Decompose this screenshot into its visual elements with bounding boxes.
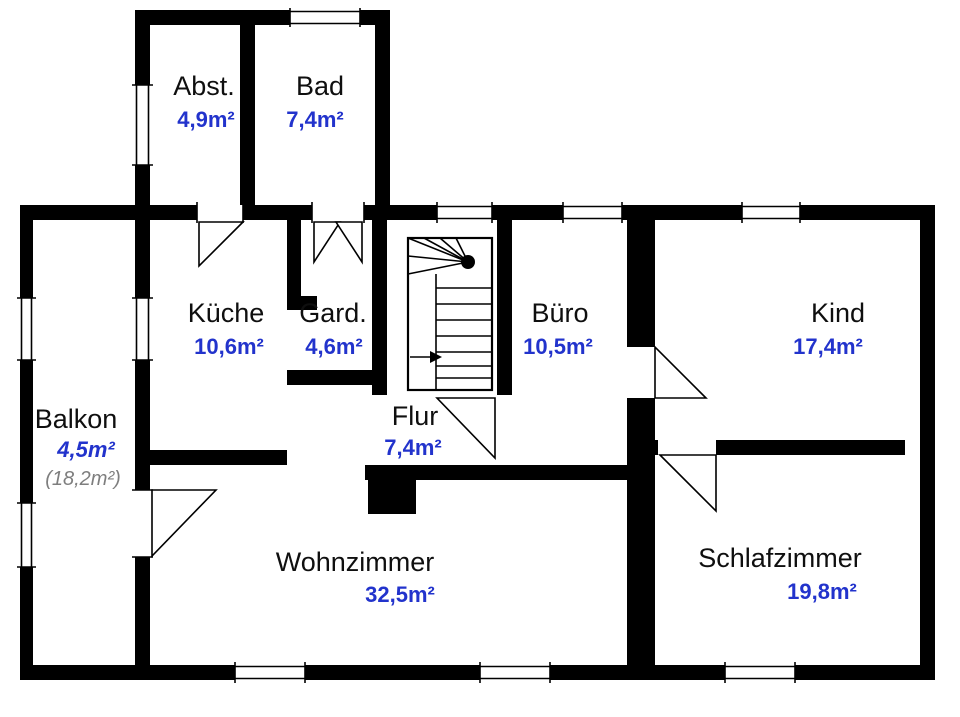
wall-segment (20, 220, 33, 298)
walls (20, 10, 935, 680)
wall-segment (20, 360, 33, 503)
window-bad-top (289, 8, 361, 27)
room-labels: Abst. 4,9m² Bad 7,4m² Küche 10,6m² Gard.… (35, 71, 865, 607)
wall-segment (287, 296, 317, 310)
wall-segment (365, 465, 655, 480)
wall-segment (20, 665, 235, 680)
room-area-alt-balkon: (18,2m²) (45, 468, 121, 490)
door-swing-kind (654, 345, 708, 399)
window-wohnzimmer-bottom-2 (479, 662, 551, 683)
wall-segment (135, 360, 150, 490)
wall-segment (243, 205, 312, 220)
wall-segment (20, 567, 33, 665)
wall-segment (150, 450, 287, 465)
window-schlafzimmer-bottom (724, 662, 796, 683)
wall-segment (364, 205, 437, 220)
window-balkon-lower (17, 502, 36, 568)
staircase (406, 236, 494, 392)
wall-segment (627, 455, 655, 680)
window-flur-top (436, 202, 493, 223)
wall-segment (135, 220, 150, 298)
stair-outline (406, 236, 494, 392)
wall-segment (135, 25, 150, 85)
window-kind-top (741, 202, 801, 223)
wall-segment (20, 205, 197, 220)
wall-segment (240, 25, 255, 205)
wall-segment (287, 220, 301, 310)
room-area-gard: 4,6m² (305, 334, 362, 359)
room-area-kind: 17,4m² (793, 334, 863, 359)
room-name-bad: Bad (296, 71, 344, 101)
room-name-kind: Kind (811, 298, 865, 328)
wall-segment (135, 10, 290, 25)
room-name-buero: Büro (531, 298, 588, 328)
wall-segment (627, 205, 655, 347)
doors (132, 202, 717, 558)
window-balkon-upper (17, 297, 36, 361)
stair-winder-treads (407, 237, 469, 275)
door-swing-schlafzimmer (658, 454, 717, 513)
room-name-gard: Gard. (299, 298, 367, 328)
wall-segment (920, 205, 935, 680)
window-abst-left (132, 84, 153, 166)
room-area-bad: 7,4m² (286, 107, 343, 132)
wall-segment (497, 220, 512, 395)
window-buero-top (562, 202, 623, 223)
wall-segment (795, 665, 935, 680)
door-swing-buero (435, 397, 496, 460)
room-name-schlafzimmer: Schlafzimmer (698, 543, 862, 573)
room-area-buero: 10,5m² (523, 334, 593, 359)
room-name-wohnzimmer: Wohnzimmer (276, 547, 435, 577)
room-area-balkon: 4,5m² (56, 437, 115, 462)
wall-segment (305, 665, 480, 680)
room-name-kueche: Küche (188, 298, 265, 328)
room-name-abst: Abst. (173, 71, 235, 101)
window-kueche-balkon (132, 297, 153, 361)
wall-segment (375, 10, 390, 205)
window-wohnzimmer-bottom-1 (234, 662, 306, 683)
door-swing-abst (198, 221, 245, 268)
wall-segment (287, 370, 372, 385)
room-name-balkon: Balkon (35, 404, 118, 434)
wall-segment (135, 557, 150, 665)
stair-direction-arrow (410, 351, 442, 363)
door-swing-balkon (151, 489, 218, 558)
wall-segment (716, 440, 905, 455)
room-area-wohnzimmer: 32,5m² (365, 582, 435, 607)
stair-straight-treads (436, 287, 492, 379)
room-area-flur: 7,4m² (384, 435, 441, 460)
wall-segment (800, 205, 935, 220)
wall-segment (640, 440, 658, 455)
windows (17, 8, 801, 683)
door-swing-gard-right (334, 221, 363, 265)
wall-segment (135, 165, 150, 205)
room-area-schlafzimmer: 19,8m² (787, 579, 857, 604)
room-area-abst: 4,9m² (177, 107, 234, 132)
door-swing-gard-left (313, 221, 342, 265)
wall-segment (492, 205, 563, 220)
wall-segment (372, 220, 387, 395)
room-area-kueche: 10,6m² (194, 334, 264, 359)
room-name-flur: Flur (392, 401, 439, 431)
wall-segment (368, 480, 416, 514)
